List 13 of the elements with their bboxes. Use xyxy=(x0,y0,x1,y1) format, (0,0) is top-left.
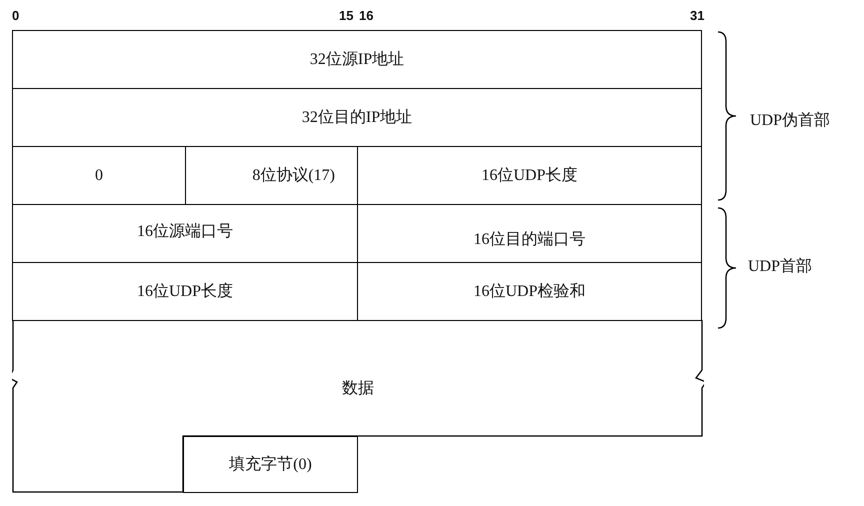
brace-label: UDP伪首部 xyxy=(750,110,830,131)
brace-label: UDP首部 xyxy=(748,256,812,277)
bit-number: 0 xyxy=(12,8,20,23)
bit-number: 15 xyxy=(339,8,354,23)
header-field-cell: 32位目的IP地址 xyxy=(12,88,702,147)
field-label: 数据 xyxy=(342,379,374,399)
header-field-cell: 16位UDP检验和 xyxy=(357,262,702,321)
header-field-cell: 填充字节(0) xyxy=(183,436,358,493)
bit-number: 31 xyxy=(690,8,704,23)
header-field-cell: 16位UDP长度 xyxy=(12,262,358,321)
header-field-cell: 32位源IP地址 xyxy=(12,30,702,89)
bit-number: 16 xyxy=(359,8,374,23)
data-field-outline xyxy=(12,320,704,493)
